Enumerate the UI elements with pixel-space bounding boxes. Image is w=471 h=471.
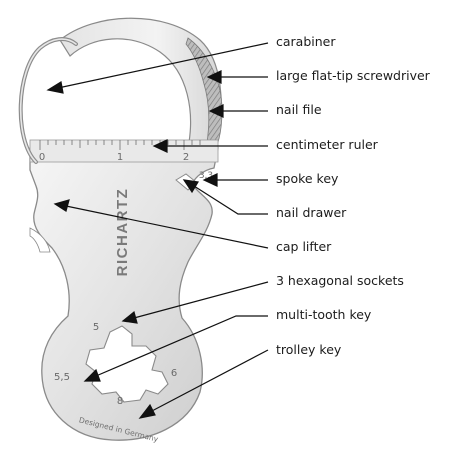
carabiner-wire (18, 37, 78, 164)
brand-engraving: RICHARTZ (114, 188, 131, 277)
callout-label-nail-drawer: nail drawer (276, 205, 347, 220)
arrow-nail-file (208, 104, 268, 118)
callout-label-ruler: centimeter ruler (276, 137, 378, 152)
tool-body: 0 1 2 3,3 RICHARTZ 5 5,5 6 8 Designed in… (29, 17, 223, 444)
socket-size-5: 5 (93, 322, 99, 333)
callout-label-multi-tooth-key: multi-tooth key (276, 307, 372, 322)
callout-arrows (46, 42, 269, 419)
spoke-key-size: 3,3 (199, 171, 213, 181)
arrow-nail-drawer (182, 179, 268, 215)
callout-label-hex-sockets: 3 hexagonal sockets (276, 273, 404, 288)
arrow-carabiner (46, 42, 269, 94)
callout-label-cap-lifter: cap lifter (276, 239, 332, 254)
hook-plate (59, 17, 222, 149)
ruler-label-0: 0 (39, 152, 45, 163)
arrow-cap-lifter (53, 199, 269, 249)
trolley-size-8: 8 (117, 396, 123, 407)
cap-lifter-notch (29, 227, 51, 253)
ruler-strip (29, 139, 219, 163)
callout-label-carabiner: carabiner (276, 34, 336, 49)
callout-label-spoke-key: spoke key (276, 171, 339, 186)
ruler-label-2: 2 (183, 152, 189, 163)
arrow-trolley-key (138, 349, 269, 419)
arrow-ruler (152, 139, 268, 153)
callout-label-screwdriver: large flat-tip screwdriver (276, 68, 430, 83)
callout-label-trolley-key: trolley key (276, 342, 342, 357)
ruler-label-1: 1 (117, 152, 123, 163)
ruler-ticks (39, 140, 201, 150)
arrow-multi-tooth (83, 315, 268, 382)
arrow-screwdriver (206, 70, 268, 84)
socket-size-6: 6 (171, 368, 177, 379)
arrow-hex-sockets (121, 281, 269, 324)
socket-cutout (85, 325, 169, 403)
socket-size-5-5: 5,5 (54, 372, 70, 383)
callout-label-nail-file: nail file (276, 102, 322, 117)
main-body (29, 147, 219, 441)
arrow-spoke-key (202, 173, 268, 187)
